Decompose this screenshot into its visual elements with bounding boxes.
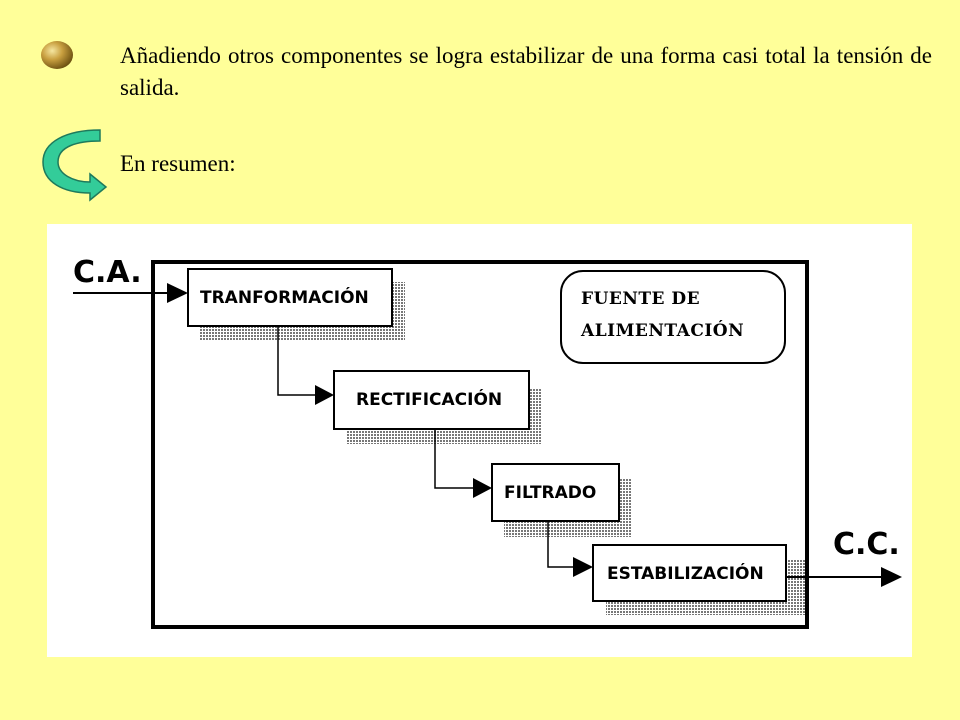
input-label: C.A.	[73, 255, 142, 290]
summary-label: En resumen:	[120, 151, 236, 176]
title-box	[560, 270, 786, 364]
diagram-title-line1: FUENTE DE	[581, 289, 700, 309]
stage-label-transformation: TRANFORMACIÓN	[200, 286, 369, 308]
stage-box-stabilization	[592, 544, 787, 602]
curved-arrow-icon	[42, 129, 108, 202]
diagram-title-line2: ALIMENTACIÓN	[580, 320, 744, 341]
outer-frame	[151, 260, 809, 629]
stage-label-filtering: FILTRADO	[504, 483, 596, 503]
power-supply-diagram: FUENTE DE ALIMENTACIÓN C.A. TRANFORMACIÓ…	[47, 224, 912, 657]
intro-paragraph: Añadiendo otros componentes se logra est…	[120, 43, 932, 100]
output-arrowhead	[881, 567, 902, 587]
output-label: C.C.	[833, 527, 900, 562]
bullet-ball-icon	[41, 41, 73, 69]
stage-box-rectification	[333, 370, 530, 430]
stage-box-filtering	[491, 463, 620, 522]
stage-label-stabilization: ESTABILIZACIÓN	[607, 562, 764, 584]
input-arrowhead	[167, 283, 188, 303]
stage-box-transformation	[187, 268, 393, 327]
stage-label-rectification: RECTIFICACIÓN	[356, 388, 502, 410]
